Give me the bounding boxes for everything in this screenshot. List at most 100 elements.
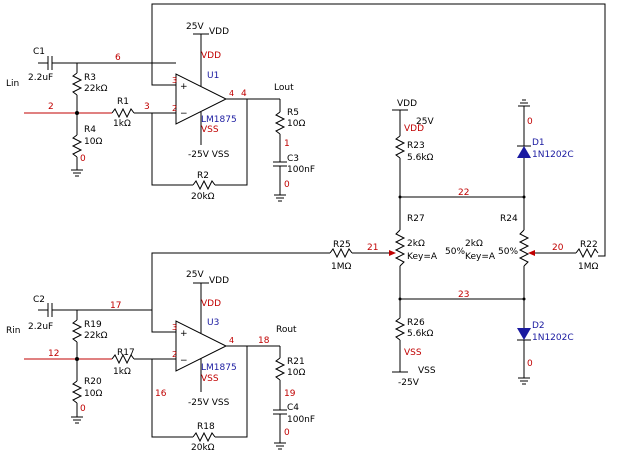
ground-icon: [518, 377, 530, 385]
c3-value: 100nF: [287, 165, 315, 175]
r19-body: [71, 319, 83, 343]
u1-ref: U1: [207, 71, 219, 81]
r21-label: R21: [287, 357, 305, 367]
r1-label: R1: [117, 97, 129, 107]
r26-body: [394, 317, 406, 341]
r23-label: R23: [407, 141, 425, 151]
u3-pin2: 2: [172, 350, 177, 359]
vdd-name-3: VDD: [209, 276, 229, 286]
r27-label: R27: [407, 214, 425, 224]
r4-value: 10Ω: [84, 137, 102, 147]
net-0-label: 0: [80, 154, 86, 164]
lin-label: Lin: [6, 79, 19, 89]
r21-value: 10Ω: [287, 368, 305, 378]
r25-body: [329, 247, 353, 259]
junction: [398, 195, 402, 199]
r3-label: R3: [84, 73, 96, 83]
u3-ref: U3: [207, 318, 219, 328]
wire-feedback-r2-left: [151, 113, 193, 186]
r1-body: [111, 107, 135, 119]
ground-icon: [274, 442, 286, 450]
ground-icon: [71, 169, 83, 177]
c1-value: 2.2uF: [28, 73, 53, 83]
r1-value: 1kΩ: [113, 119, 131, 129]
c2-value: 2.2uF: [28, 322, 53, 332]
u1-opamp: [175, 73, 228, 125]
vss-right-volt: -25V: [398, 378, 420, 388]
d1-label: D1: [532, 138, 545, 148]
vss-right-pin: VSS: [404, 348, 422, 358]
r3-value: 22kΩ: [84, 84, 108, 94]
net-0-label: 0: [284, 428, 290, 438]
vdd-right-pin: VDD: [404, 124, 424, 134]
net-3-label: 3: [144, 102, 150, 112]
net-1-label: 1: [284, 139, 290, 149]
u1-minus: −: [180, 109, 188, 119]
u1-pin4: 4: [229, 89, 234, 98]
r24-key: Key=A: [465, 252, 496, 262]
u1-plus: +: [180, 82, 188, 92]
u1-pin2: 2: [172, 104, 177, 113]
lout-label: Lout: [274, 83, 294, 93]
r22-body: [575, 247, 599, 259]
net-0-label: 0: [284, 180, 290, 190]
net-20-label: 20: [552, 243, 564, 253]
r27-wiper-icon: [389, 250, 396, 256]
ground-icon: [71, 416, 83, 424]
u1-pin3: 3: [172, 76, 177, 85]
r19-label: R19: [84, 320, 102, 330]
diode-icon: [517, 146, 531, 158]
u3-vdd-pin: VDD: [201, 299, 221, 309]
rout-label: Rout: [276, 325, 297, 335]
net-2-label: 2: [48, 102, 54, 112]
r24-pct: 50%: [498, 247, 518, 257]
r25-value: 1MΩ: [331, 262, 351, 272]
net-16-label: 16: [155, 389, 167, 399]
wire-net-6-to-u1: [151, 63, 176, 86]
junction: [522, 297, 526, 301]
u1-vss-pin: VSS: [201, 125, 219, 135]
r24-label: R24: [500, 214, 518, 224]
d2-label: D2: [532, 321, 545, 331]
r26-label: R26: [407, 318, 425, 328]
r17-body: [111, 353, 135, 365]
r21-body: [274, 357, 286, 381]
u3-part: LM1875: [201, 363, 237, 373]
vdd-volt-3: 25V: [186, 270, 204, 280]
c1-label: C1: [33, 47, 45, 57]
rin-label: Rin: [6, 326, 20, 336]
net-0-label: 0: [527, 359, 533, 369]
vss-right-name: VSS: [418, 366, 436, 376]
r19-value: 22kΩ: [84, 331, 108, 341]
r23-body: [394, 135, 406, 159]
r25-label: R25: [333, 240, 351, 250]
net-19-label: 19: [284, 389, 296, 399]
net-4-label: 4: [241, 89, 247, 99]
u3-pin4: 4: [229, 336, 234, 345]
r20-value: 10Ω: [84, 389, 102, 399]
r18-body: [192, 431, 216, 443]
vdd-name-1: VDD: [209, 27, 229, 37]
c3-label: C3: [287, 154, 299, 164]
c2-label: C2: [33, 295, 45, 305]
r22-value: 1MΩ: [578, 262, 598, 272]
ground-icon: [274, 194, 286, 202]
junction: [522, 195, 526, 199]
r4-label: R4: [84, 125, 96, 135]
u3-minus: −: [180, 356, 188, 366]
r4-body: [71, 134, 83, 158]
wire-feedback-r18-left: [151, 359, 193, 438]
u3-plus: +: [180, 329, 188, 339]
net-23-label: 23: [458, 290, 469, 300]
wire-feedback-r2: [215, 99, 248, 186]
c4-value: 100nF: [287, 415, 315, 425]
r5-label: R5: [287, 108, 299, 118]
r27-body: [394, 229, 406, 267]
r24-wiper-icon: [528, 250, 535, 256]
r27-pct: 50%: [445, 247, 465, 257]
r20-label: R20: [84, 377, 102, 387]
r22-label: R22: [580, 240, 598, 250]
u1-part: LM1875: [201, 115, 237, 125]
r18-label: R18: [197, 422, 215, 432]
r3-body: [71, 72, 83, 96]
